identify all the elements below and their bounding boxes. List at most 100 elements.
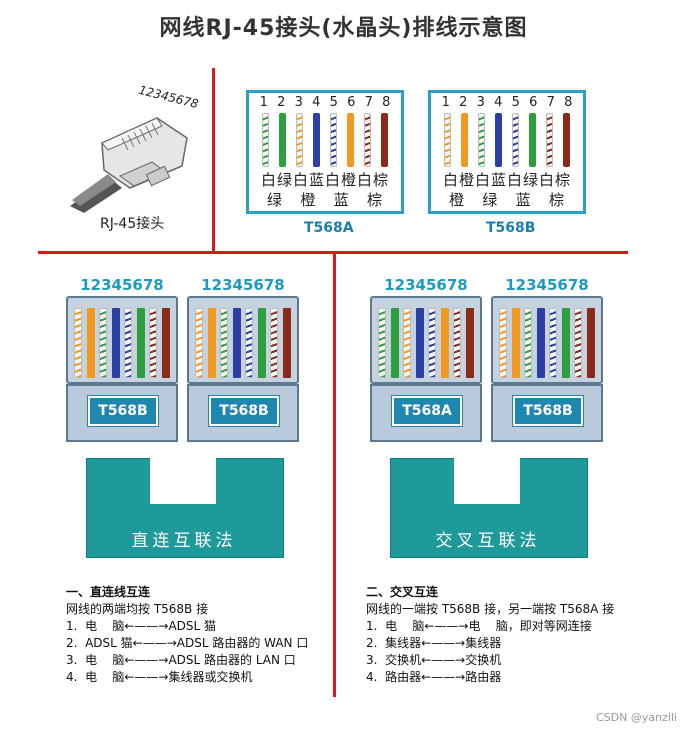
t568b-wire-swatches — [439, 113, 575, 167]
notes-subheading: 网线的两端均按 T568B 接 — [66, 602, 209, 616]
jack-pin-numbers: 12345678 — [384, 276, 468, 294]
pin-number: 5 — [329, 95, 338, 110]
straight-cable-gap — [150, 458, 216, 504]
wire-white-brown — [149, 308, 158, 378]
wire-white-brown — [270, 308, 279, 378]
wire-green — [136, 308, 145, 378]
t568a-color-names-row2: 绿 橙 蓝 棕 — [267, 191, 383, 209]
wire-orange — [207, 308, 216, 378]
wire-white-green — [99, 308, 108, 378]
wire-green — [257, 308, 266, 378]
pin-number: 2 — [459, 95, 468, 110]
wire-orange — [511, 308, 520, 378]
jack-wires — [74, 308, 170, 378]
jack-head — [66, 296, 178, 384]
t568a-color-names-row1: 白绿白蓝白橙白棕 — [260, 171, 389, 189]
pin-number: 1 — [441, 95, 450, 110]
notes-heading: 一、直连线互连 — [66, 585, 151, 599]
t568a-color-box: 1 2 3 4 5 6 7 8 白绿白蓝白橙白棕 绿 橙 蓝 棕 — [246, 90, 404, 214]
rj45-connector-illustration: 12345678 — [62, 83, 202, 213]
pin-number: 2 — [277, 95, 286, 110]
wire-brown — [563, 113, 570, 167]
wire-brown — [381, 113, 388, 167]
t568a-pin-numbers: 1 2 3 4 5 6 7 8 — [249, 95, 401, 110]
wire-white-green — [524, 308, 533, 378]
divider-vertical-top — [212, 68, 215, 253]
wire-white-green — [220, 308, 229, 378]
wire-white-green — [478, 113, 485, 167]
wire-brown — [465, 308, 474, 378]
jack-standard-tag: T568B — [87, 395, 159, 427]
straight-cable-label: 直连互联法 — [131, 531, 237, 551]
wire-white-brown — [574, 308, 583, 378]
pin-number: 7 — [546, 95, 555, 110]
rj45-label: RJ-45接头 — [100, 216, 165, 232]
notes-item: 4. 电 脑←——→集线器或交换机 — [66, 670, 253, 684]
notes-heading: 二、交叉互连 — [366, 585, 439, 599]
wire-white-orange — [296, 113, 303, 167]
t568a-standard-name: T568A — [304, 220, 354, 236]
wire-green — [561, 308, 570, 378]
wire-white-blue — [549, 308, 558, 378]
pin-number: 6 — [347, 95, 356, 110]
pin-number: 4 — [312, 95, 321, 110]
jack-standard-tag: T568B — [512, 395, 584, 427]
wire-green — [390, 308, 399, 378]
pin-number: 6 — [529, 95, 538, 110]
notes-item: 3. 电 脑←——→ADSL 路由器的 LAN 口 — [66, 653, 296, 667]
wire-blue — [232, 308, 241, 378]
divider-vertical-bottom — [333, 251, 336, 697]
wire-white-orange — [74, 308, 82, 378]
notes-subheading: 网线的一端按 T568B 接，另一端按 T568A 接 — [366, 602, 615, 616]
wire-green — [529, 113, 536, 167]
pin-number: 3 — [476, 95, 485, 110]
pin-number: 8 — [564, 95, 573, 110]
wire-white-orange — [499, 308, 507, 378]
wire-brown — [161, 308, 170, 378]
wire-white-blue — [245, 308, 254, 378]
crossover-cable-gap — [454, 458, 520, 504]
wire-white-blue — [330, 113, 337, 167]
wire-orange — [461, 113, 468, 167]
t568b-color-box: 1 2 3 4 5 6 7 8 白橙白蓝白绿白棕 橙 绿 蓝 棕 — [428, 90, 586, 214]
jack-pin-numbers: 12345678 — [505, 276, 589, 294]
wire-white-orange — [403, 308, 412, 378]
pin-number: 3 — [294, 95, 303, 110]
straight-notes: 一、直连线互连 网线的两端均按 T568B 接 1. 电 脑←——→ADSL 猫… — [66, 584, 328, 686]
notes-item: 3. 交换机←——→交换机 — [366, 653, 502, 667]
pin-number: 7 — [364, 95, 373, 110]
notes-item: 4. 路由器←——→路由器 — [366, 670, 502, 684]
pin-number: 4 — [494, 95, 503, 110]
jack-head — [187, 296, 299, 384]
crossover-notes: 二、交叉互连 网线的一端按 T568B 接，另一端按 T568A 接 1. 电 … — [366, 584, 666, 686]
notes-item: 2. 集线器←——→集线器 — [366, 636, 502, 650]
crossover-cable-label: 交叉互联法 — [435, 531, 541, 551]
jack-head — [370, 296, 482, 384]
wire-brown — [586, 308, 595, 378]
wire-white-blue — [124, 308, 133, 378]
wire-white-brown — [364, 113, 371, 167]
jack-wires — [195, 308, 291, 378]
notes-item: 1. 电 脑←——→电 脑，即对等网连接 — [366, 619, 592, 633]
t568b-color-names-row1: 白橙白蓝白绿白棕 — [442, 171, 571, 189]
pin-number: 8 — [382, 95, 391, 110]
wire-orange — [440, 308, 449, 378]
jack-pin-numbers: 12345678 — [201, 276, 285, 294]
t568a-wire-swatches — [257, 113, 393, 167]
pin-number: 5 — [511, 95, 520, 110]
wire-blue — [495, 113, 502, 167]
wire-white-blue — [512, 113, 519, 167]
wire-orange — [86, 308, 95, 378]
notes-item: 2. ADSL 猫←——→ADSL 路由器的 WAN 口 — [66, 636, 309, 650]
wire-orange — [347, 113, 354, 167]
wire-brown — [282, 308, 291, 378]
notes-item: 1. 电 脑←——→ADSL 猫 — [66, 619, 217, 633]
jack-wires — [499, 308, 595, 378]
pin-number: 1 — [259, 95, 268, 110]
wire-blue — [313, 113, 320, 167]
t568b-pin-numbers: 1 2 3 4 5 6 7 8 — [431, 95, 583, 110]
wire-white-orange — [444, 113, 451, 167]
wire-white-orange — [195, 308, 203, 378]
page-title: 网线RJ-45接头(水晶头)排线示意图 — [159, 16, 528, 41]
wire-blue — [111, 308, 120, 378]
